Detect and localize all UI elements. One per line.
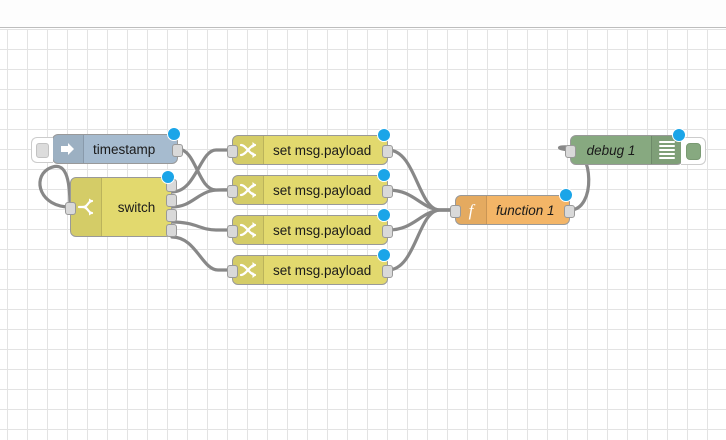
node-input-port[interactable]: [227, 184, 238, 198]
switch-branch-icon: [71, 178, 102, 236]
node-change-2[interactable]: set msg.payload: [227, 168, 393, 205]
node-label: set msg.payload: [273, 222, 372, 238]
debug-line: [659, 149, 675, 151]
node-status-dot: [377, 208, 391, 222]
wire[interactable]: [386, 148, 457, 212]
debug-toggle-face: [685, 142, 701, 160]
flow-canvas[interactable]: timestamp switch set msg.payload set msg.pa…: [0, 29, 726, 440]
node-output-port[interactable]: [564, 204, 575, 218]
node-label: function 1: [496, 202, 555, 218]
node-label: timestamp: [93, 141, 156, 157]
inject-button-face: [36, 142, 49, 158]
wire[interactable]: [386, 188, 457, 212]
node-status-dot: [167, 127, 181, 141]
wire[interactable]: [170, 188, 234, 209]
debug-line: [659, 153, 675, 155]
wire[interactable]: [170, 220, 234, 232]
svg-text:f: f: [469, 201, 476, 220]
change-swap-icon: [233, 216, 264, 244]
debug-toggle-button[interactable]: [681, 137, 706, 165]
change-swap-icon: [233, 136, 264, 164]
node-status-dot: [672, 128, 686, 142]
node-input-port[interactable]: [565, 144, 576, 158]
change-swap-icon: [233, 256, 264, 284]
change-swap-icon: [233, 176, 264, 204]
node-input-port[interactable]: [450, 204, 461, 218]
node-change-3[interactable]: set msg.payload: [227, 208, 393, 245]
node-output-port[interactable]: [382, 224, 393, 238]
node-inject-timestamp[interactable]: timestamp: [31, 127, 183, 164]
node-input-port[interactable]: [227, 264, 238, 278]
debug-line: [659, 145, 675, 147]
editor-topbar: [0, 0, 726, 28]
node-status-dot: [377, 128, 391, 142]
node-output-port[interactable]: [382, 184, 393, 198]
wire[interactable]: [176, 147, 234, 192]
node-function-1[interactable]: f function 1: [450, 188, 575, 225]
node-change-4[interactable]: set msg.payload: [227, 248, 393, 285]
node-label: set msg.payload: [273, 262, 372, 278]
node-label: set msg.payload: [273, 142, 372, 158]
node-input-port[interactable]: [227, 144, 238, 158]
wire[interactable]: [386, 208, 457, 272]
node-status-dot: [377, 168, 391, 182]
function-f-icon: f: [456, 196, 487, 224]
node-output-port[interactable]: [166, 209, 177, 222]
node-status-dot: [161, 170, 175, 184]
node-output-port[interactable]: [166, 224, 177, 237]
node-output-port[interactable]: [166, 194, 177, 207]
node-label: debug 1: [586, 142, 636, 158]
node-output-port[interactable]: [172, 143, 183, 157]
wire[interactable]: [170, 235, 234, 272]
node-input-port[interactable]: [65, 201, 76, 215]
node-output-port[interactable]: [382, 144, 393, 158]
node-status-dot: [377, 248, 391, 262]
wire[interactable]: [38, 164, 72, 209]
node-debug-1[interactable]: debug 1: [565, 128, 706, 165]
node-label: set msg.payload: [273, 182, 372, 198]
node-input-port[interactable]: [227, 224, 238, 238]
node-label: switch: [117, 199, 156, 215]
inject-arrow-icon: [53, 135, 84, 163]
wire[interactable]: [386, 208, 457, 232]
node-change-1[interactable]: set msg.payload: [227, 128, 393, 165]
node-output-port[interactable]: [382, 264, 393, 278]
node-status-dot: [559, 188, 573, 202]
inject-trigger-button[interactable]: [31, 137, 53, 163]
node-switch[interactable]: switch: [65, 170, 177, 237]
debug-line: [659, 141, 675, 143]
debug-line: [659, 157, 675, 159]
